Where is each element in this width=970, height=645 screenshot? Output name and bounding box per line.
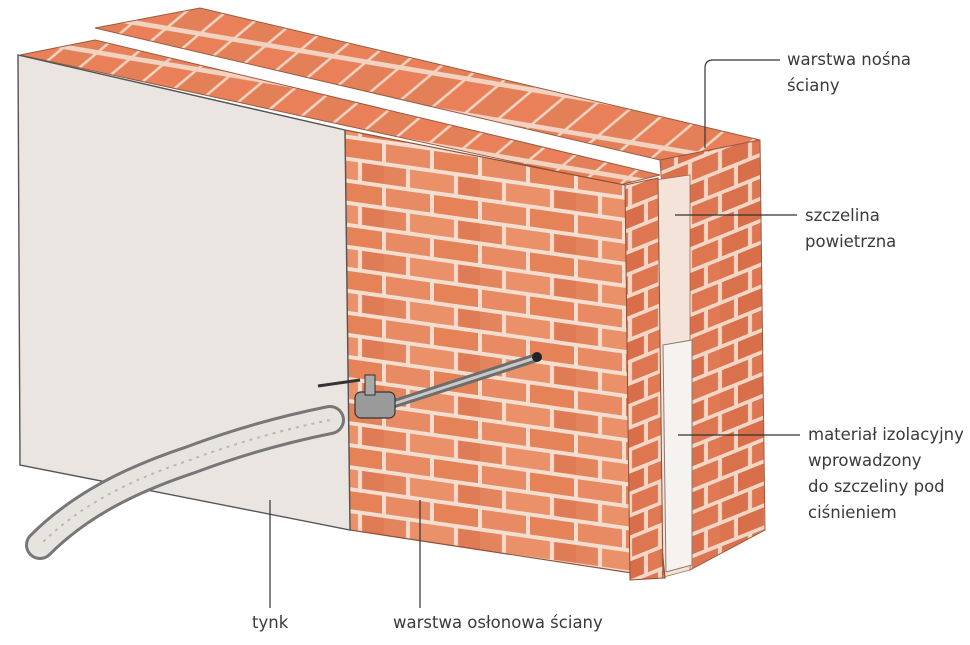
label-air-gap-line2: powietrzna — [805, 232, 897, 251]
label-load-bearing-line2: ściany — [787, 76, 840, 95]
label-load-bearing-line1: warstwa nośna — [787, 50, 912, 69]
label-plaster: tynk — [252, 610, 288, 636]
facing-wall-end — [624, 177, 664, 581]
label-insulation-line4: ciśnieniem — [808, 503, 897, 522]
label-insulation-line2: wprowadzony — [808, 451, 922, 470]
label-plaster-text: tynk — [252, 613, 289, 632]
plaster-panel — [17, 54, 351, 531]
leader-lines — [269, 59, 800, 608]
label-insulation-line1: materiał izolacyjny — [808, 425, 964, 444]
label-air-gap: szczelina powietrzna — [805, 203, 896, 255]
insulation-material — [662, 339, 693, 573]
label-insulation-line3: do szczeliny pod — [808, 477, 945, 496]
label-air-gap-line1: szczelina — [805, 206, 880, 225]
label-insulation: materiał izolacyjny wprowadzony do szcze… — [808, 422, 964, 526]
facing-wall-face — [344, 129, 666, 579]
facing-wall-top — [19, 39, 661, 186]
label-facing-layer: warstwa osłonowa ściany — [393, 610, 603, 636]
leader-load-bearing — [704, 59, 780, 148]
label-load-bearing-layer: warstwa nośna ściany — [787, 47, 911, 99]
label-facing-text: warstwa osłonowa ściany — [393, 613, 603, 632]
nozzle-tip — [532, 352, 542, 362]
